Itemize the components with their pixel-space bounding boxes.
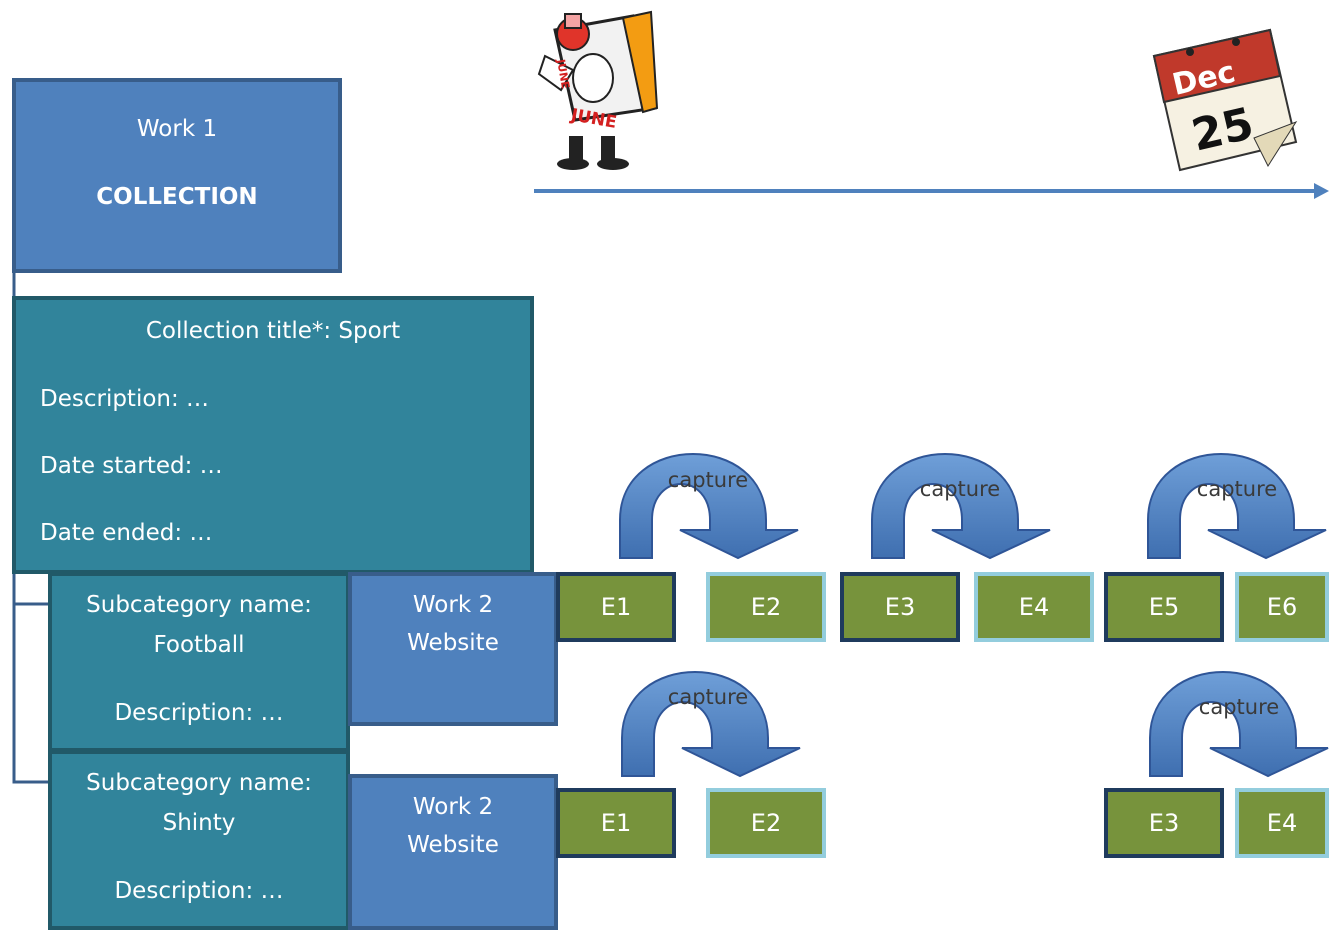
event-box-e3: E3 xyxy=(1104,788,1224,858)
capture-label: capture xyxy=(1197,477,1277,501)
collection-date-ended: Date ended: … xyxy=(40,520,213,546)
subcategory-name: Football xyxy=(153,632,245,658)
subcategory-name: Shinty xyxy=(162,810,236,836)
event-box-e4: E4 xyxy=(1235,788,1329,858)
work2-box-2: Work 2 Website xyxy=(348,774,558,930)
subcategory-box-shinty: Subcategory name: Shinty Description: … xyxy=(48,750,350,930)
work2-title: Work 2 xyxy=(412,794,494,820)
capture-label: capture xyxy=(668,468,748,492)
event-box-e6: E6 xyxy=(1235,572,1329,642)
subcategory-label: Subcategory name: xyxy=(86,592,312,618)
work1-type: COLLECTION xyxy=(96,184,258,210)
event-box-e1: E1 xyxy=(556,788,676,858)
event-box-e2: E2 xyxy=(706,572,826,642)
work2-type: Website xyxy=(407,630,499,656)
event-box-e4: E4 xyxy=(974,572,1094,642)
capture-arrow xyxy=(621,671,801,778)
work1-box: Work 1 COLLECTION xyxy=(12,78,342,273)
subcategory-description: Description: … xyxy=(114,878,284,904)
capture-arrow xyxy=(1147,453,1327,560)
work2-box-1: Work 2 Website xyxy=(348,572,558,726)
event-box-e3: E3 xyxy=(840,572,960,642)
work1-title: Work 1 xyxy=(136,116,218,142)
subcategory-description: Description: … xyxy=(114,700,284,726)
capture-label: capture xyxy=(1199,695,1279,719)
calendar-dec-25-icon: Dec 25 xyxy=(1152,28,1298,172)
june-side-text: JUNE xyxy=(554,57,572,90)
collection-box: Collection title*: Sport Description: … … xyxy=(12,296,534,574)
subcategory-box-football: Subcategory name: Football Description: … xyxy=(48,572,350,752)
event-box-e5: E5 xyxy=(1104,572,1224,642)
work2-title: Work 2 xyxy=(412,592,494,618)
timeline-arrow xyxy=(534,183,1329,199)
collection-title: Collection title*: Sport xyxy=(145,318,401,344)
capture-label: capture xyxy=(920,477,1000,501)
subcategory-label: Subcategory name: xyxy=(86,770,312,796)
capture-arrow xyxy=(619,453,799,560)
collection-description: Description: … xyxy=(40,386,210,412)
work2-type: Website xyxy=(407,832,499,858)
calendar-june-icon: JUNE JUNE xyxy=(537,10,659,170)
event-box-e1: E1 xyxy=(556,572,676,642)
capture-label: capture xyxy=(668,685,748,709)
event-box-e2: E2 xyxy=(706,788,826,858)
capture-arrow xyxy=(871,453,1051,560)
collection-date-started: Date started: … xyxy=(40,453,223,479)
capture-arrow xyxy=(1149,671,1329,778)
